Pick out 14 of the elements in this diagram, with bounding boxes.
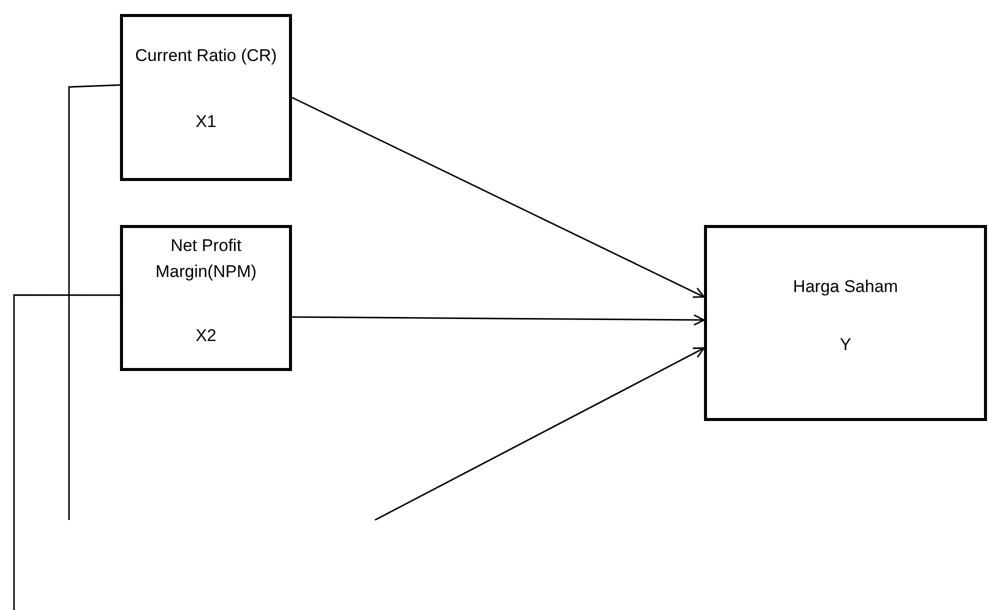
connector-line bbox=[68, 84, 120, 520]
arrow bbox=[374, 347, 705, 521]
variable-symbol: Y bbox=[840, 334, 852, 356]
variable-box bbox=[704, 225, 987, 421]
variable-box bbox=[120, 225, 292, 371]
variable-name: Harga Saham bbox=[793, 276, 898, 298]
variable-name: Current Ratio (CR) bbox=[135, 45, 277, 67]
variable-symbol: X1 bbox=[196, 111, 216, 133]
variable-symbol: X2 bbox=[196, 325, 216, 347]
connector-line bbox=[13, 294, 120, 610]
arrow bbox=[292, 96, 705, 298]
arrow bbox=[292, 314, 705, 326]
variable-box bbox=[120, 14, 292, 181]
variable-name: Net Profit Margin(NPM) bbox=[154, 235, 258, 283]
